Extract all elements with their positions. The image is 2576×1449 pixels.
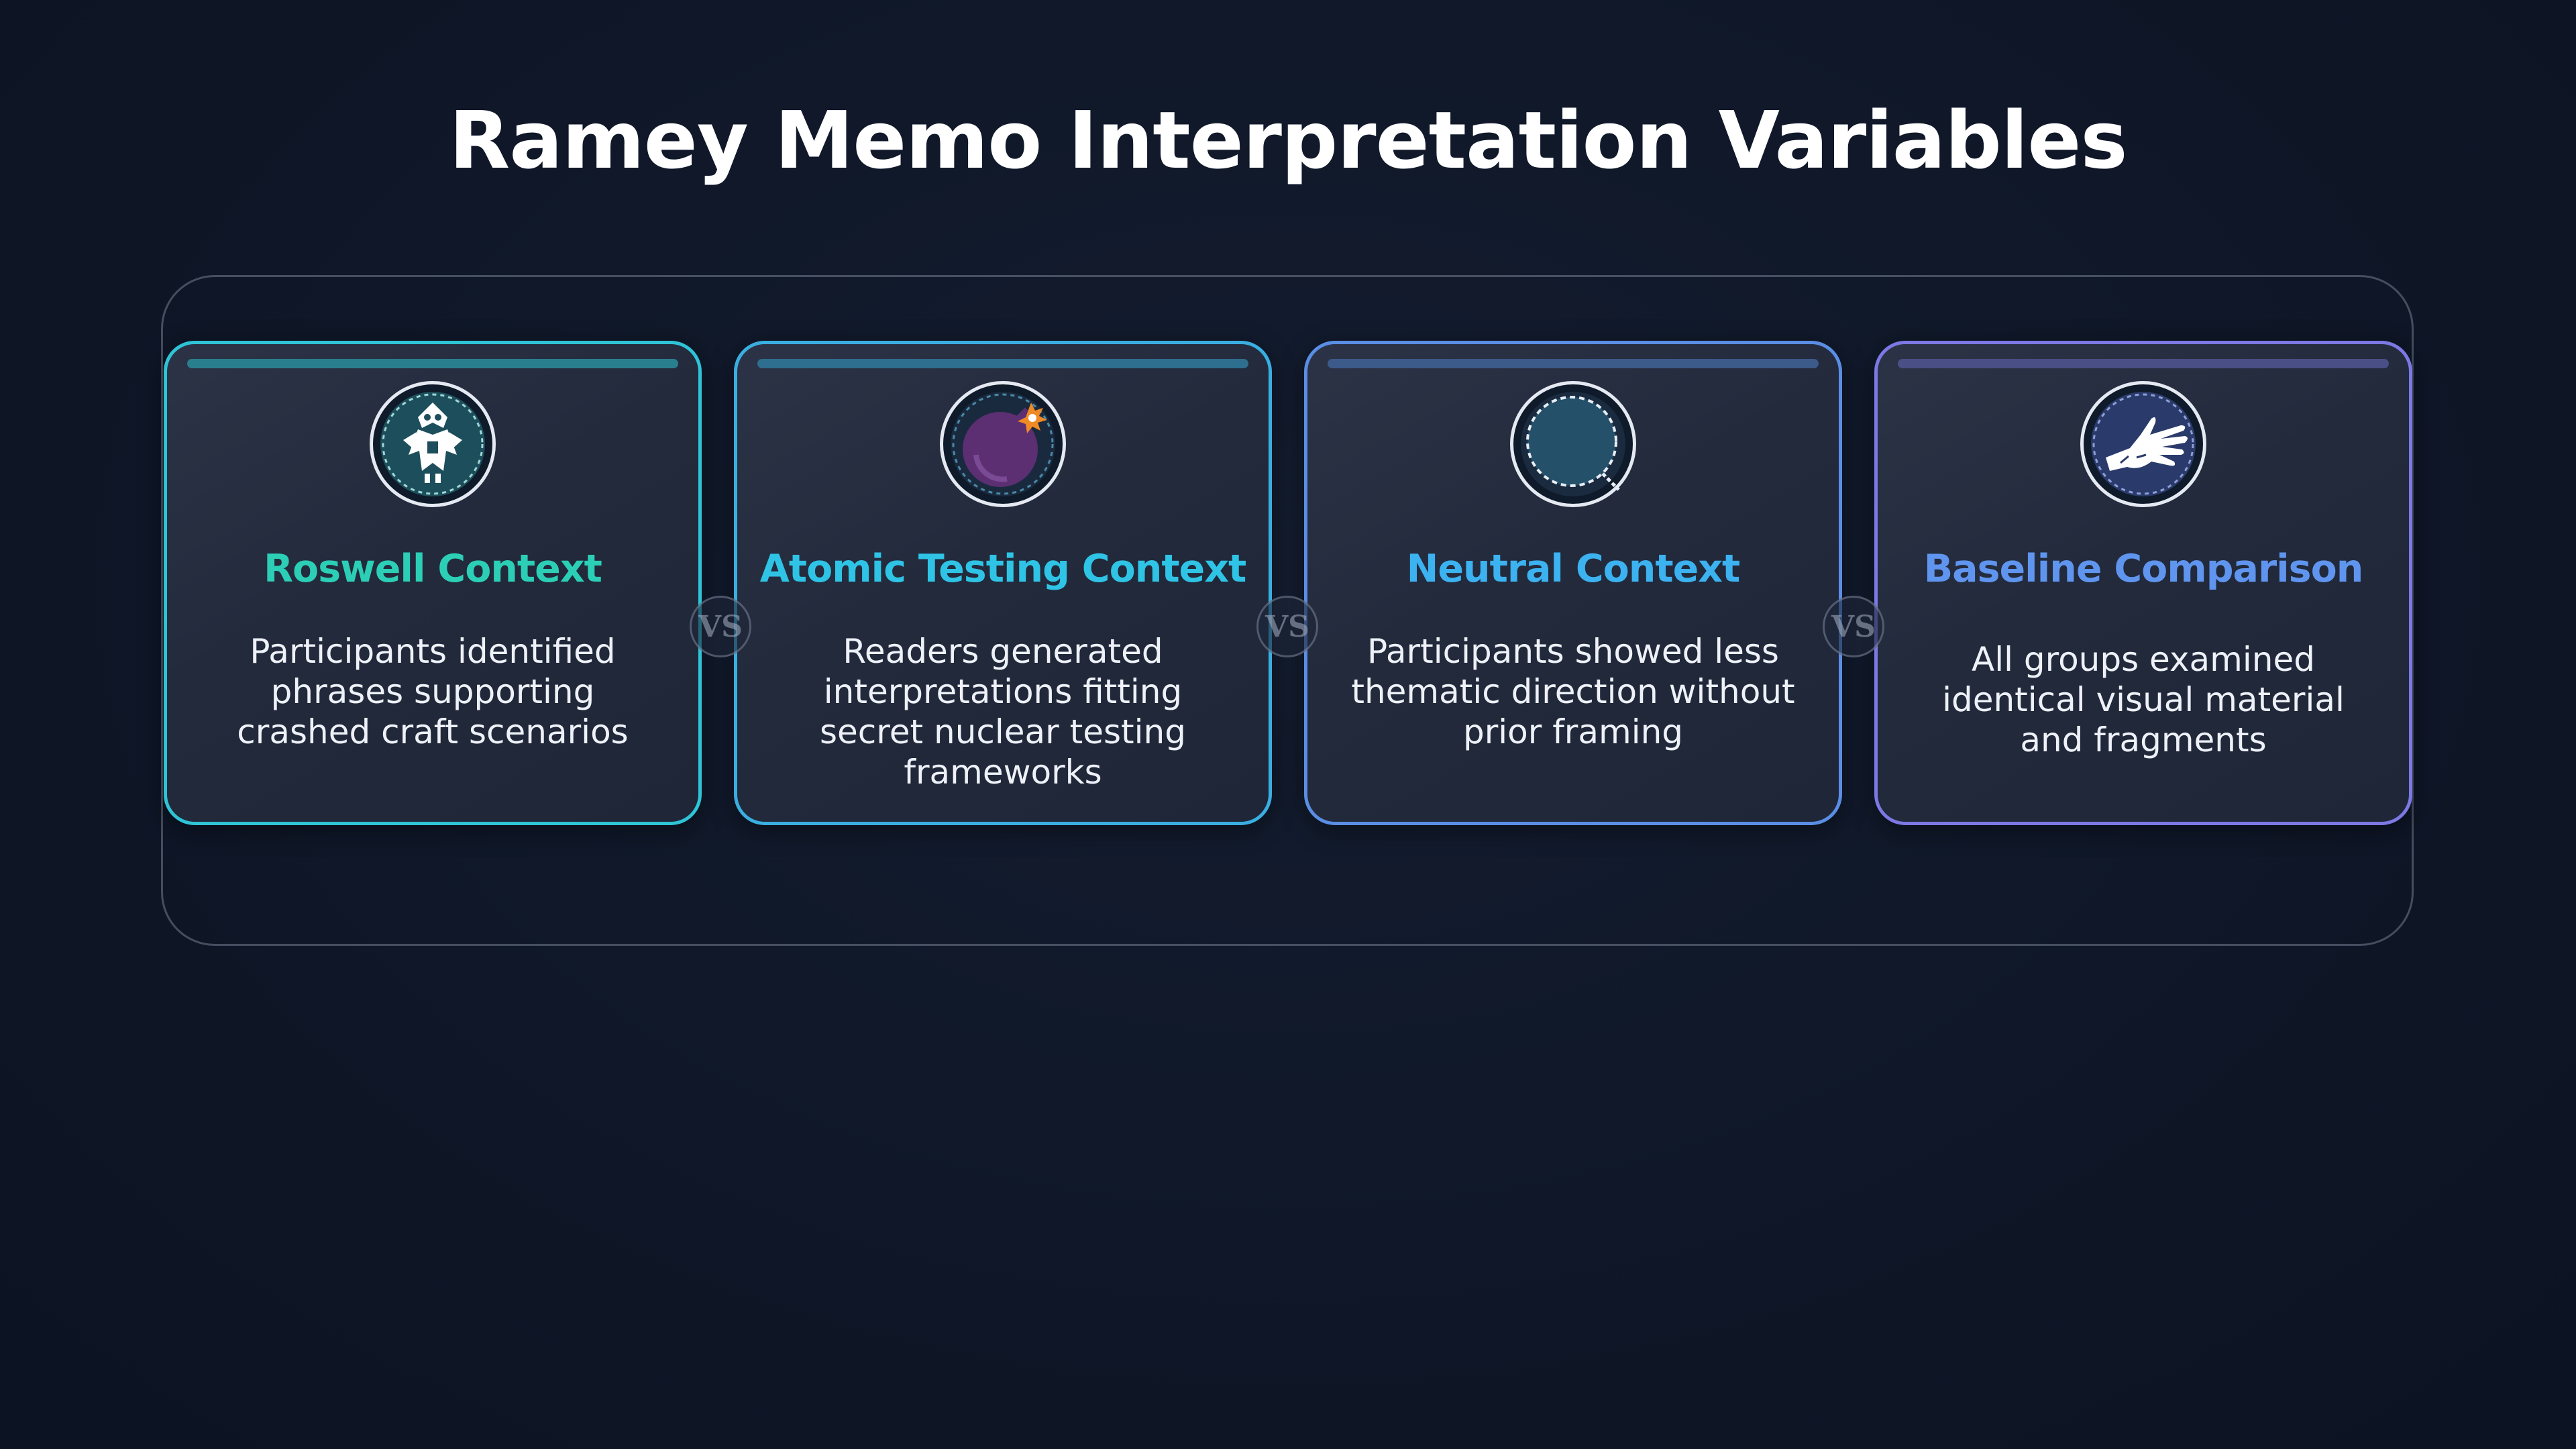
vs-separator: VS (1823, 596, 1884, 657)
card-accent-bar (1328, 359, 1819, 368)
page-title: Ramey Memo Interpretation Variables (449, 94, 2127, 186)
alien-craft-icon (370, 381, 496, 507)
vs-separator: VS (690, 596, 751, 657)
card-accent-bar (187, 359, 678, 368)
card-title: Roswell Context (264, 547, 602, 591)
card-title: Atomic Testing Context (759, 547, 1246, 591)
card-atomic-testing-context: Atomic Testing Context Readers generated… (734, 341, 1272, 825)
magnifier-icon (1510, 381, 1636, 507)
card-description: Participants identified phrases supporti… (237, 632, 629, 751)
card-roswell-context: Roswell Context Participants identified … (164, 341, 702, 825)
card-description: Participants showed less thematic direct… (1351, 632, 1795, 751)
card-accent-bar (1898, 359, 2389, 368)
vs-separator: VS (1256, 596, 1318, 657)
hand-icon (2080, 381, 2206, 507)
bomb-icon (940, 381, 1066, 507)
comparison-panel (161, 275, 2414, 946)
card-description: All groups examined identical visual mat… (1942, 640, 2345, 759)
card-neutral-context: Neutral Context Participants showed less… (1304, 341, 1842, 825)
card-accent-bar (757, 359, 1248, 368)
card-title: Baseline Comparison (1923, 547, 2364, 591)
card-baseline-comparison: Baseline Comparison All groups examined … (1874, 341, 2412, 825)
card-description: Readers generated interpretations fittin… (820, 632, 1186, 792)
card-title: Neutral Context (1406, 547, 1741, 591)
